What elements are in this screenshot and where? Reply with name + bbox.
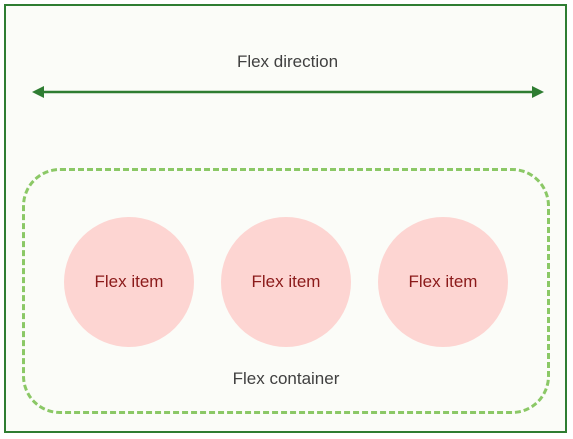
- flex-container-label: Flex container: [232, 369, 340, 388]
- arrow-head-left-icon: [32, 86, 44, 98]
- flex-item-2: Flex item: [221, 217, 351, 347]
- flex-container: Flex item Flex item Flex item Flex conta…: [22, 168, 550, 414]
- flex-direction-label: Flex direction: [236, 52, 339, 71]
- flex-item-label: Flex item: [408, 272, 478, 291]
- flex-item-label: Flex item: [94, 272, 164, 291]
- flex-item-3: Flex item: [378, 217, 508, 347]
- diagram-frame: Flex direction Flex item Flex item Flex …: [4, 4, 567, 433]
- flex-direction-arrow: [32, 86, 544, 98]
- flex-item-label: Flex item: [251, 272, 321, 291]
- flex-item-1: Flex item: [64, 217, 194, 347]
- arrow-head-right-icon: [532, 86, 544, 98]
